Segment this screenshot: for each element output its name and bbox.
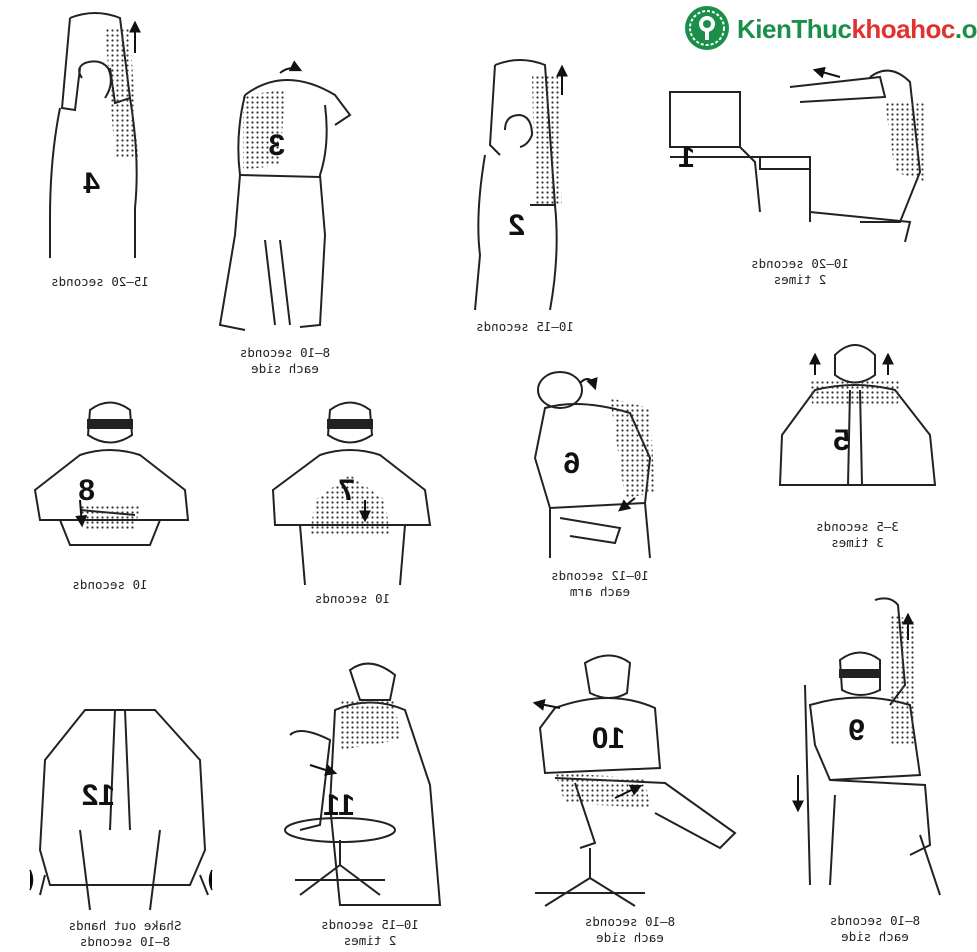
exercise-number: 1 xyxy=(678,141,695,174)
exercise-number: 4 xyxy=(83,167,100,200)
tree-logo-icon xyxy=(685,6,729,50)
figure-shoulder-shrug: 5 xyxy=(778,344,937,486)
exercise-number: 6 xyxy=(563,447,580,480)
exercise-number: 12 xyxy=(82,779,115,812)
exercise-caption: 10–15 seconds xyxy=(476,319,574,334)
figure-forward-reach-at-desk: 1 xyxy=(669,66,925,243)
figure-wrist-stretch-down: 8 xyxy=(33,401,190,546)
exercise-4: 4 15–20 seconds xyxy=(20,8,180,298)
exercise-number: 5 xyxy=(833,424,850,457)
exercise-number: 7 xyxy=(338,474,355,507)
exercise-caption: 15–20 seconds xyxy=(51,274,149,289)
figure-seated-arm-raise: 9 xyxy=(792,597,941,896)
figure-seated-leg-cross-twist: 10 xyxy=(532,654,737,907)
exercise-number: 10 xyxy=(592,722,625,755)
exercise-number: 9 xyxy=(848,714,865,747)
exercise-number: 8 xyxy=(78,474,95,507)
exercise-7: 7 10 seconds xyxy=(265,395,440,615)
figure-shake-out-hands: 12 xyxy=(29,709,213,911)
figure-arm-behind-back: 6 xyxy=(533,371,655,559)
exercise-number: 3 xyxy=(268,129,285,162)
exercise-8: 8 10 seconds xyxy=(20,395,200,600)
figure-overhead-stretch-back: 4 xyxy=(49,12,141,258)
exercise-caption: 10 seconds xyxy=(72,577,148,592)
exercise-number: 2 xyxy=(508,209,525,242)
logo-wordmark: KienThuckhoahoc.org xyxy=(737,14,977,44)
site-logo: KienThuckhoahoc.org xyxy=(683,4,977,56)
figure-palm-press: 7 xyxy=(271,401,432,586)
exercise-2: 2 10–15 seconds xyxy=(450,55,600,345)
exercise-caption: 10 seconds xyxy=(314,591,391,606)
figure-seated-twist-chair: 11 xyxy=(284,662,442,906)
figure-side-bend: 3 xyxy=(218,60,352,331)
figure-overhead-stretch-side: 2 xyxy=(474,59,568,311)
exercise-number: 11 xyxy=(323,789,355,822)
